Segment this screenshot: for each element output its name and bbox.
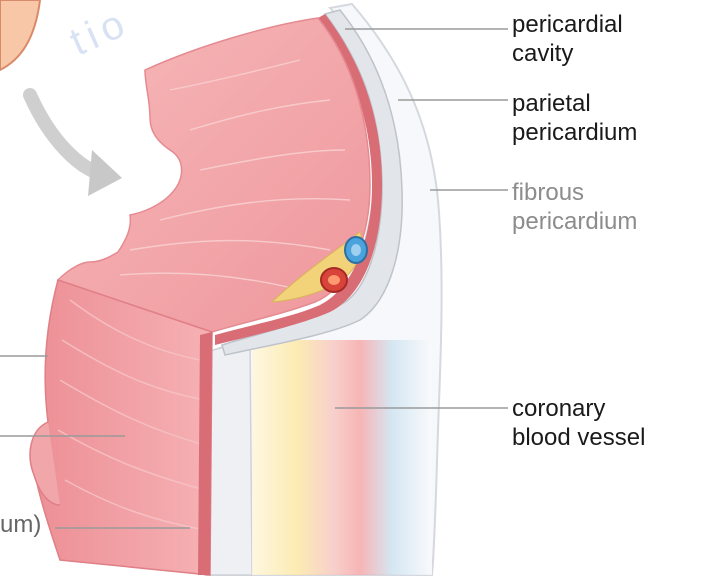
label-coronary-line2: blood vessel (512, 423, 645, 452)
label-pericardial-cavity: pericardial cavity (512, 10, 623, 68)
curved-arrow-head (88, 150, 122, 196)
heart-outline-fragment (0, 0, 40, 70)
label-fibrous-line1: fibrous (512, 178, 637, 207)
label-left-partial: um) (0, 510, 41, 539)
label-parietal-line2: pericardium (512, 118, 637, 147)
front-stripes (252, 340, 432, 575)
label-pericardial-cavity-line2: cavity (512, 39, 623, 68)
myocardium-front-face (33, 280, 212, 575)
label-pericardial-cavity-line1: pericardial (512, 10, 623, 39)
label-coronary-blood-vessel: coronary blood vessel (512, 394, 645, 452)
label-coronary-line1: coronary (512, 394, 645, 423)
label-parietal-pericardium: parietal pericardium (512, 89, 637, 147)
label-fibrous-line2: pericardium (512, 207, 637, 236)
label-parietal-line1: parietal (512, 89, 637, 118)
label-fibrous-pericardium: fibrous pericardium (512, 178, 637, 236)
blue-vessel-inner (351, 244, 361, 256)
red-vessel-inner (328, 275, 340, 285)
epicardium-front (198, 332, 212, 575)
front-face-fibrous (206, 340, 252, 575)
